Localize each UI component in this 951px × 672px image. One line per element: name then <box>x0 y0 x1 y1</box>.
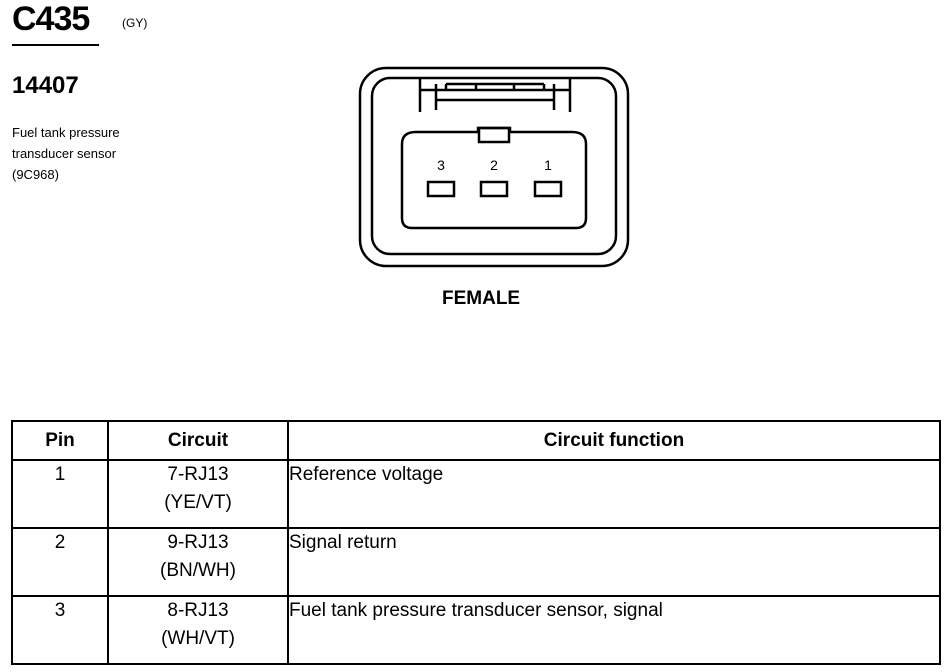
circuit-cell: 7-RJ13 (YE/VT) <box>107 459 289 529</box>
component-description-line: Fuel tank pressure <box>12 125 120 140</box>
pin-label: 3 <box>437 157 445 173</box>
pin-number: 1 <box>11 459 109 529</box>
component-description: Fuel tank pressure transducer sensor (9C… <box>12 122 120 185</box>
table-row: 3 8-RJ13 (WH/VT) Fuel tank pressure tran… <box>11 595 941 665</box>
header-pin: Pin <box>11 420 109 461</box>
pinout-table: Pin Circuit Circuit function 1 7-RJ13 (Y… <box>11 420 941 665</box>
circuit-cell: 9-RJ13 (BN/WH) <box>107 527 289 597</box>
terminal-3 <box>426 180 456 198</box>
header-circuit-function: Circuit function <box>287 420 941 461</box>
component-description-line: transducer sensor <box>12 146 117 161</box>
terminal-2 <box>479 180 509 198</box>
connector-pin-cavity <box>400 126 588 230</box>
pin-number: 2 <box>11 527 109 597</box>
connector-id-underline <box>12 44 99 46</box>
pin-number: 3 <box>11 595 109 665</box>
header-circuit: Circuit <box>107 420 289 461</box>
table-row: 2 9-RJ13 (BN/WH) Signal return <box>11 527 941 597</box>
connector-id: C435 <box>12 0 90 38</box>
circuit-function: Signal return <box>287 527 941 597</box>
table-row: 1 7-RJ13 (YE/VT) Reference voltage <box>11 459 941 529</box>
connector-gender: FEMALE <box>442 288 521 309</box>
connector-face-diagram: 3 2 1 <box>358 66 630 268</box>
circuit-function: Reference voltage <box>287 459 941 529</box>
component-description-line: (9C968) <box>12 167 59 182</box>
wire-color: (YE/VT) <box>164 492 232 513</box>
circuit-number: 7-RJ13 <box>167 464 229 485</box>
circuit-number: 8-RJ13 <box>167 600 229 621</box>
connector-latch <box>418 78 572 112</box>
pin-label: 1 <box>544 157 552 173</box>
connector-key <box>477 126 511 144</box>
connector-outer-housing <box>358 66 630 268</box>
pin-label: 2 <box>490 157 498 173</box>
connector-color-code: (GY) <box>122 16 148 30</box>
circuit-cell: 8-RJ13 (WH/VT) <box>107 595 289 665</box>
circuit-function: Fuel tank pressure transducer sensor, si… <box>287 595 941 665</box>
part-number: 14407 <box>12 72 79 99</box>
wire-color: (WH/VT) <box>161 628 235 649</box>
terminal-1 <box>533 180 563 198</box>
wire-color: (BN/WH) <box>160 560 236 581</box>
connector-inner-housing <box>370 76 618 256</box>
circuit-number: 9-RJ13 <box>167 532 229 553</box>
table-header-row: Pin Circuit Circuit function <box>11 420 941 461</box>
